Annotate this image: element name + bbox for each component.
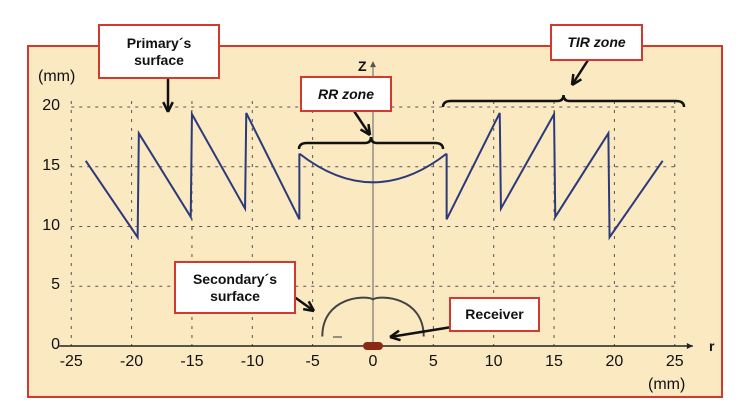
y-tick-label: 0 [51,336,60,353]
z-axis-label: Z [358,58,367,74]
rr-zone-bracket [297,136,445,150]
primary-surface-label: Primary´s surface [98,24,220,79]
tir-arrow-icon [570,56,592,86]
y-tick-label: 5 [51,276,60,294]
x-tick-label: 10 [484,353,503,370]
rr-arrow-icon-head [367,123,372,136]
rr-arrow-icon [350,107,372,136]
x-tick-label: 15 [545,353,563,370]
receiver-arrow-icon-head [389,335,401,342]
secondary-surface-label: Secondary´s surface [174,261,296,314]
receiver-arrow-icon [389,324,459,339]
receiver-label: Receiver [449,297,540,332]
x-tick-label: -20 [120,353,144,370]
rr-zone-label: RR zone [300,76,392,112]
x-tick-label: 0 [368,353,378,370]
tir-arrow-icon-head [570,73,575,86]
z-unit-label: (mm) [38,68,76,85]
r-axis-label: r [709,338,715,354]
primary-profile-left [84,110,301,241]
x-tick-label: -25 [59,353,83,370]
secondary-arrow-icon-head [307,300,316,312]
tir-zone-bracket [441,94,686,108]
primary-arrow-icon-head [166,101,174,113]
y-tick-label: 15 [42,156,60,174]
y-tick-label: 20 [42,97,60,114]
x-tick-label: -15 [180,353,204,370]
primary-arrow-icon-head [162,101,170,113]
z-axis-arrow-icon [370,61,376,68]
tir-zone-label: TIR zone [550,24,643,61]
receiver-chip [363,342,383,350]
x-tick-label: 25 [665,353,684,370]
rr-curve [298,152,448,184]
secondary-arrow-icon-head [302,307,315,313]
r-axis-arrow-icon [686,343,693,349]
r-unit-label: (mm) [648,376,686,393]
receiver-arrow-icon-head [389,329,400,339]
x-tick-label: -10 [240,353,264,370]
x-tick-label: 5 [428,353,438,370]
tir-arrow-icon-head [571,78,583,87]
x-tick-label: -5 [305,353,320,370]
primary-profile-right [445,110,664,241]
rr-arrow-icon-head [359,128,371,137]
secondary-surface [321,296,425,337]
x-tick-label: 20 [605,353,624,370]
y-tick-label: 10 [42,216,60,234]
